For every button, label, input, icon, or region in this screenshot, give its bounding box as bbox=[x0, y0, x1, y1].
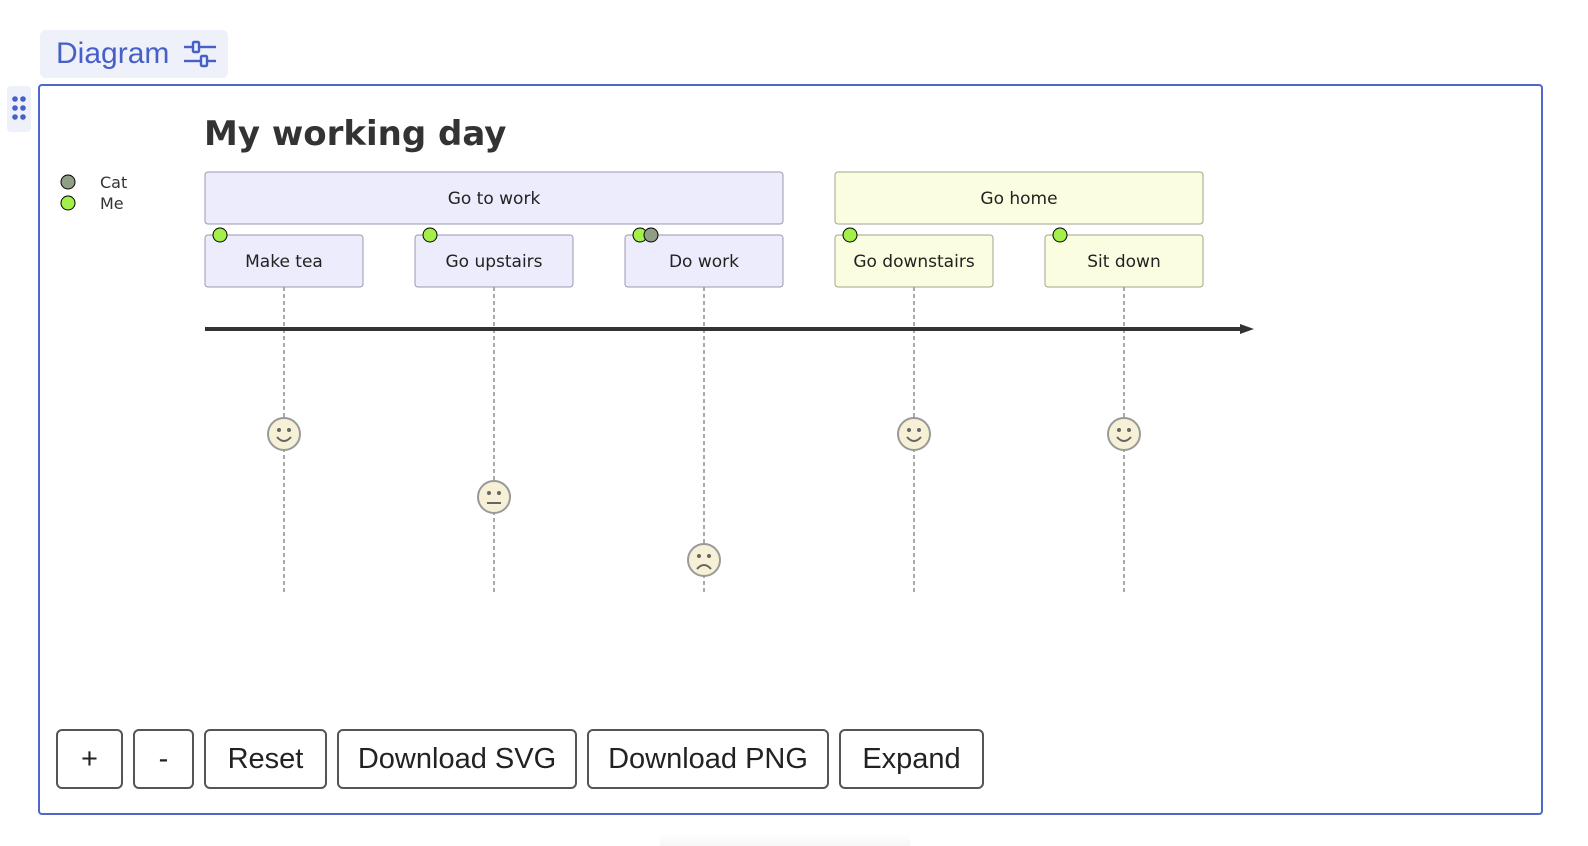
neutral-face-icon bbox=[477, 480, 511, 514]
actor-marker-me bbox=[1052, 227, 1068, 243]
reset-button[interactable]: Reset bbox=[204, 729, 327, 789]
task-label: Go upstairs bbox=[445, 252, 542, 272]
expand-button[interactable]: Expand bbox=[839, 729, 984, 789]
bottom-fade bbox=[660, 834, 910, 846]
diagram-tab-label: Diagram bbox=[56, 37, 170, 70]
sliders-icon bbox=[184, 40, 217, 68]
zoom-out-button[interactable]: - bbox=[133, 729, 194, 789]
section-box[interactable] bbox=[834, 171, 1204, 225]
drag-dots-icon bbox=[12, 96, 26, 120]
section-label: Go to work bbox=[448, 189, 541, 209]
download-svg-button[interactable]: Download SVG bbox=[337, 729, 577, 789]
happy-face-icon bbox=[1107, 417, 1141, 451]
legend-label-me: Me bbox=[100, 194, 124, 213]
task-label: Go downstairs bbox=[853, 252, 975, 272]
actor-marker-me bbox=[212, 227, 228, 243]
task-box[interactable] bbox=[414, 234, 574, 288]
task-label: Do work bbox=[669, 252, 739, 272]
task-box[interactable] bbox=[624, 234, 784, 288]
diagram-frame bbox=[38, 84, 1543, 815]
drag-handle[interactable] bbox=[7, 86, 31, 132]
actor-marker-me bbox=[842, 227, 858, 243]
actor-marker-cat bbox=[643, 227, 659, 243]
zoom-in-button[interactable]: + bbox=[56, 729, 123, 789]
task-box[interactable] bbox=[204, 234, 364, 288]
diagram-tab[interactable]: Diagram bbox=[40, 30, 228, 78]
download-png-button[interactable]: Download PNG bbox=[587, 729, 829, 789]
actor-marker-me bbox=[422, 227, 438, 243]
task-label: Make tea bbox=[245, 252, 323, 272]
diagram-title: My working day bbox=[204, 114, 506, 154]
sad-face-icon bbox=[687, 543, 721, 577]
happy-face-icon bbox=[897, 417, 931, 451]
section-box[interactable] bbox=[204, 171, 784, 225]
happy-face-icon bbox=[267, 417, 301, 451]
task-label: Sit down bbox=[1087, 252, 1160, 272]
task-box[interactable] bbox=[1044, 234, 1204, 288]
legend-marker-me bbox=[60, 195, 76, 211]
task-box[interactable] bbox=[834, 234, 994, 288]
legend-marker-cat bbox=[60, 174, 76, 190]
section-label: Go home bbox=[980, 189, 1057, 209]
legend-label-cat: Cat bbox=[100, 173, 127, 192]
